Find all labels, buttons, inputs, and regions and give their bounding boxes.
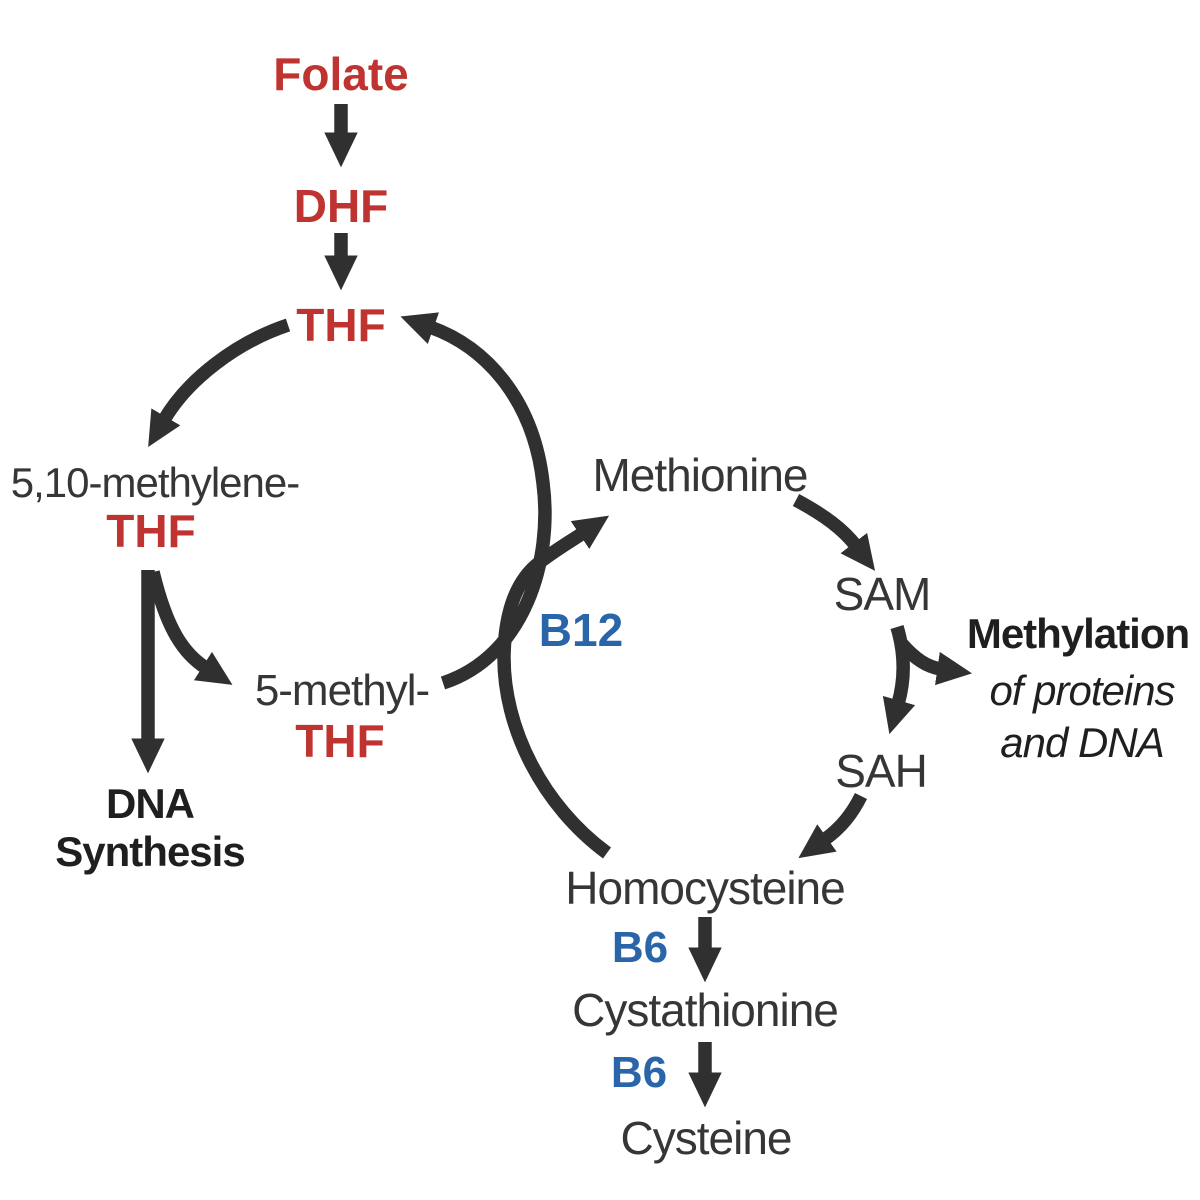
- node-methylene-thf: THF: [106, 505, 195, 557]
- node-methylation-line3: and DNA: [1000, 719, 1163, 766]
- arrow-sah-to-homocysteine: [798, 792, 868, 859]
- arrow-methylene-thf-to-methyl-thf: [146, 570, 233, 685]
- node-dna-synthesis-line1: DNA: [106, 780, 195, 827]
- arrow-homocysteine-to-methionine-b12-cycle: [497, 515, 611, 859]
- arrow-methionine-to-sam: [792, 494, 876, 571]
- label-b12-cofactor: B12: [539, 604, 623, 656]
- node-methylene-thf-prefix: 5,10-methylene-: [11, 459, 300, 506]
- node-dna-synthesis-line2: Synthesis: [55, 828, 244, 875]
- node-cysteine: Cysteine: [621, 1112, 792, 1164]
- node-sah: SAH: [835, 745, 927, 797]
- arrow-thf-to-methylene-thf: [148, 318, 291, 448]
- node-dhf: DHF: [294, 180, 389, 232]
- label-b6-cofactor-first: B6: [612, 923, 668, 972]
- node-methionine: Methionine: [592, 449, 807, 501]
- node-thf: THF: [296, 299, 385, 351]
- arrow-sam-to-sah: [882, 625, 916, 735]
- arrow-sam-to-methylation: [895, 638, 973, 686]
- node-sam: SAM: [834, 568, 931, 620]
- node-cystathionine: Cystathionine: [572, 984, 838, 1036]
- node-folate: Folate: [273, 48, 408, 100]
- arrow-methyl-thf-to-thf-b12-cycle: [400, 312, 552, 690]
- label-b6-cofactor-second: B6: [611, 1048, 667, 1097]
- node-methyl-thf: THF: [295, 715, 384, 767]
- node-homocysteine: Homocysteine: [565, 862, 844, 914]
- node-methylation-line1: Methylation: [967, 610, 1189, 657]
- node-methyl-thf-prefix: 5-methyl-: [255, 666, 429, 715]
- node-methylation-line2: of proteins: [989, 667, 1175, 714]
